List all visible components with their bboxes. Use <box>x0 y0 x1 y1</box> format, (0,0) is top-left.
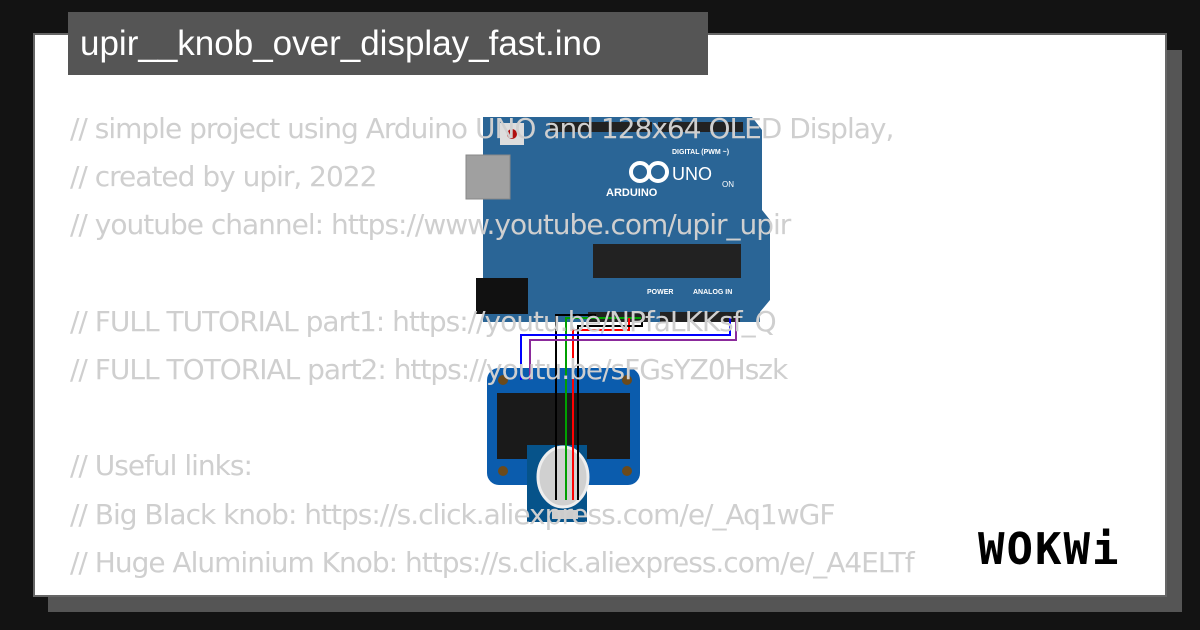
analog-label: ANALOG IN <box>693 289 732 296</box>
reset-icon <box>507 129 517 139</box>
power-jack <box>476 278 528 314</box>
wires <box>520 314 737 500</box>
arduino-uno-board[interactable]: ARDUINO UNO DIGITAL (PWM ~) ON POWER ANA… <box>465 117 770 322</box>
board-brand: ARDUINO <box>606 187 658 199</box>
power-label: POWER <box>647 289 673 296</box>
sketch-title: upir__knob_over_display_fast.ino <box>68 12 708 75</box>
on-label: ON <box>722 180 734 189</box>
digital-label: DIGITAL (PWM ~) <box>672 149 729 156</box>
usb-port <box>465 154 511 200</box>
knob-icon <box>536 445 590 509</box>
wokwi-logo: WOKWi <box>978 524 1121 575</box>
chip <box>593 244 741 278</box>
board-model: UNO <box>672 164 712 184</box>
